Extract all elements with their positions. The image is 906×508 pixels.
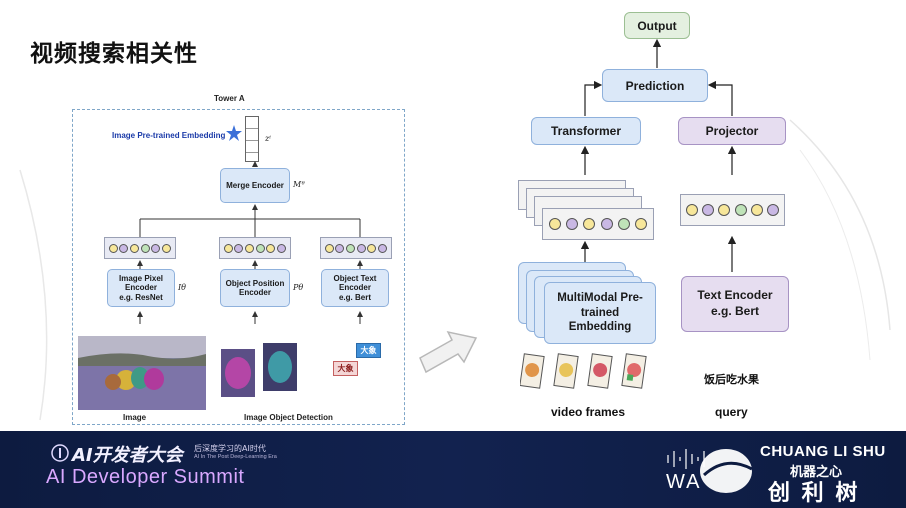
- arc-right-1: [789, 119, 891, 331]
- caption-query: query: [715, 405, 748, 419]
- multimodal-embedding-box: MultiModal Pre- trained Embedding: [544, 282, 656, 344]
- summit-logo-icon: [51, 444, 69, 462]
- encoder-1-line1: Image Pixel: [118, 274, 164, 284]
- star-icon: [226, 125, 242, 141]
- encoder-3-line2: Encoder: [338, 283, 371, 293]
- encoder-1-line2: Encoder: [124, 283, 157, 293]
- multimodal-line1: MultiModal Pre-: [557, 292, 643, 305]
- encoder-2-symbol: Pθ: [293, 283, 304, 292]
- text-encoder-line1: Text Encoder: [697, 288, 773, 303]
- feature-row-3: [320, 237, 392, 259]
- merge-symbol: Mᶿ: [293, 180, 305, 189]
- encoder-2-line2: Encoder: [238, 288, 271, 297]
- merge-encoder-label: Merge Encoder: [226, 180, 284, 190]
- prediction-label: Prediction: [625, 78, 685, 93]
- image-pixel-encoder: Image Pixel Encoder e.g. ResNet: [107, 269, 175, 307]
- tag-elephant-red: 大象: [333, 361, 358, 376]
- embedding-vector: [245, 116, 259, 162]
- transformer-label: Transformer: [550, 124, 622, 138]
- text-encoder-line2: e.g. Bert: [710, 304, 759, 318]
- z-symbol: zⁱ: [265, 134, 271, 143]
- multimodal-line3: Embedding: [568, 321, 632, 334]
- multimodal-embedding-stack: MultiModal Pre- trained Embedding: [518, 262, 658, 344]
- tower-a-frame: [72, 109, 405, 425]
- event-tagline-cn: 后深度学习的AI时代: [194, 444, 266, 453]
- projector-label: Projector: [705, 124, 759, 138]
- text-encoder-box: Text Encoder e.g. Bert: [681, 276, 789, 332]
- event-tagline-en: AI In The Post Deep-Learning Era: [194, 454, 277, 460]
- object-position-encoder: Object Position Encoder: [220, 269, 290, 307]
- embedding-label: Image Pre-trained Embedding: [112, 131, 226, 140]
- tag-elephant-blue: 大象: [356, 343, 381, 358]
- arc-right-2: [799, 149, 871, 361]
- right-connectors: [580, 38, 737, 272]
- arc-left: [19, 169, 48, 421]
- encoder-3-line3: e.g. Bert: [338, 292, 371, 302]
- summit-banner: AI开发者大会 后深度学习的AI时代 AI In The Post Deep-L…: [0, 431, 906, 508]
- projector-box: Projector: [678, 117, 786, 145]
- encoder-1-line3: e.g. ResNet: [119, 292, 163, 302]
- frame-feature-stack: [518, 180, 658, 242]
- tower-label: Tower A: [214, 94, 245, 103]
- teal-elephant-crop: [263, 343, 297, 391]
- left-connectors: [137, 161, 363, 324]
- caption-image: Image: [123, 413, 147, 422]
- elephants-field-image: [78, 336, 206, 410]
- prediction-box: Prediction: [602, 69, 708, 102]
- encoder-3-line1: Object Text: [333, 274, 377, 284]
- event-name-en: AI Developer Summit: [46, 466, 245, 488]
- encoder-1-symbol: Iθ: [178, 283, 186, 292]
- merge-encoder-box: Merge Encoder: [220, 168, 290, 203]
- brand-name-en: CHUANG LI SHU: [760, 443, 886, 460]
- background-arcs: [19, 119, 891, 421]
- video-frames-thumbnails: [520, 353, 647, 389]
- caption-detection: Image Object Detection: [244, 413, 333, 422]
- output-box: Output: [624, 12, 690, 39]
- transformer-box: Transformer: [531, 117, 641, 145]
- feature-row-1: [104, 237, 176, 259]
- slide-title: 视频搜索相关性: [30, 41, 198, 67]
- big-arrow-icon: [419, 330, 478, 374]
- brand-name-cn: 创 利 树: [768, 481, 860, 506]
- purple-elephant-crop: [221, 349, 255, 397]
- query-feature-row: [680, 194, 785, 226]
- caption-video-frames: video frames: [551, 405, 626, 419]
- feature-row-2: [219, 237, 291, 259]
- brand-swoosh-icon: [700, 449, 753, 493]
- arrow-projector-prediction: [707, 80, 733, 116]
- frame-feature-row: [542, 208, 654, 240]
- multimodal-line2: trained: [580, 306, 620, 319]
- encoder-2-line1: Object Position: [225, 278, 285, 288]
- brand-sub-cn: 机器之心: [790, 465, 843, 480]
- brand-prefix: WA: [666, 471, 702, 493]
- query-text: 饭后吃水果: [704, 373, 759, 386]
- output-label: Output: [637, 18, 677, 33]
- event-name-cn: AI开发者大会: [72, 445, 183, 466]
- arrow-transformer-prediction: [584, 80, 603, 116]
- object-text-encoder: Object Text Encoder e.g. Bert: [321, 269, 389, 307]
